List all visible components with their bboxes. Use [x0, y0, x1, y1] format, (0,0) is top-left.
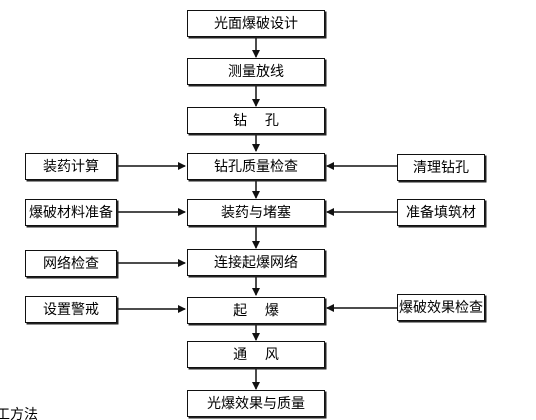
- footer-caption-fragment: 工方法: [0, 407, 38, 420]
- input-charge-calculation: 装药计算: [25, 153, 117, 180]
- step-drilling: 钻 孔: [187, 107, 325, 134]
- step-ventilation: 通 风: [187, 341, 325, 368]
- step-survey-layout: 测量放线: [187, 58, 325, 85]
- input-prepare-fill-material: 准备填筑材: [397, 199, 485, 226]
- input-network-check: 网络检查: [25, 250, 117, 277]
- input-blasting-materials: 爆破材料准备: [25, 199, 117, 226]
- step-detonation: 起 爆: [187, 297, 325, 324]
- input-blast-effect-check: 爆破效果检查: [397, 294, 485, 321]
- step-charging-and-stemming: 装药与堵塞: [187, 199, 325, 226]
- step-connect-firing-network: 连接起爆网络: [187, 249, 325, 276]
- input-set-guard: 设置警戒: [25, 296, 117, 323]
- step-blast-effect-quality: 光爆效果与质量: [187, 390, 325, 417]
- input-clean-holes: 清理钻孔: [397, 154, 485, 181]
- step-drill-quality-check: 钻孔质量检查: [187, 153, 325, 180]
- step-blast-design: 光面爆破设计: [187, 10, 325, 37]
